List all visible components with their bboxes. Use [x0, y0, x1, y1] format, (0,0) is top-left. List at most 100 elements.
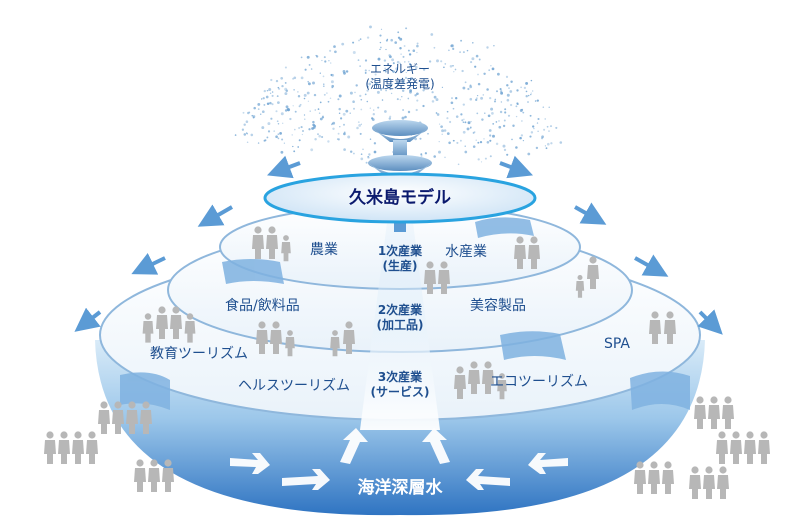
spray-dot: [366, 89, 369, 92]
spray-dot: [352, 152, 355, 155]
spray-dot: [315, 54, 317, 57]
spray-dot: [404, 76, 408, 79]
spray-dot: [308, 128, 311, 131]
person-icon: [708, 396, 720, 429]
arrow-icon: [267, 155, 301, 179]
spray-dot: [360, 157, 364, 161]
spray-dot: [352, 51, 356, 54]
spray-dot: [308, 63, 311, 66]
spray-dot: [428, 60, 432, 63]
spray-dot: [448, 141, 451, 145]
spray-dot: [300, 56, 303, 59]
spray-dot: [477, 82, 481, 86]
spray-dot: [268, 88, 272, 91]
tier2-center-label: 2次産業 (加工品): [376, 303, 424, 332]
spray-dot: [530, 92, 532, 94]
spray-dot: [500, 91, 504, 95]
spray-dot: [511, 138, 513, 141]
spray-dot: [509, 103, 513, 107]
spray-dot: [462, 51, 465, 54]
spray-dot: [527, 101, 529, 103]
spray-dot: [379, 34, 382, 37]
spray-dot: [492, 123, 495, 125]
spray-dot: [354, 91, 356, 94]
spray-dot: [367, 155, 370, 158]
spray-dot: [407, 49, 410, 52]
spray-dot: [495, 142, 499, 146]
spray-dot: [310, 68, 313, 70]
spray-dot: [284, 81, 287, 84]
spray-dot: [271, 94, 274, 97]
spray-dot: [472, 42, 474, 44]
spray-dot: [388, 117, 391, 120]
spray-dot: [493, 44, 495, 47]
spray-dot: [234, 134, 237, 136]
spray-dot: [460, 39, 463, 42]
spray-dot: [521, 120, 523, 122]
spray-dot: [392, 62, 395, 65]
spray-dot: [525, 81, 529, 85]
person-icon: [758, 431, 770, 464]
spray-dot: [372, 113, 375, 116]
spray-dot: [293, 150, 296, 153]
spray-dot: [503, 148, 507, 152]
tier1-center-label: 1次産業 (生産): [377, 244, 423, 273]
spray-dot: [440, 125, 443, 129]
person-icon: [648, 461, 660, 494]
spray-dot: [319, 117, 323, 121]
spray-dot: [322, 115, 324, 117]
spray-dot: [270, 117, 273, 120]
spray-dot: [470, 61, 473, 64]
spray-dot: [349, 91, 353, 95]
spray-dot: [469, 85, 473, 89]
spray-dot: [389, 84, 392, 87]
person-icon: [722, 396, 734, 429]
spray-dot: [495, 121, 498, 123]
spray-dot: [284, 109, 288, 112]
spray-dot: [273, 130, 276, 132]
energy-label: エネルギー (温度差発電): [365, 62, 435, 91]
spray-dot: [391, 58, 395, 62]
spray-dot: [505, 75, 509, 78]
spray-dot: [546, 125, 549, 128]
spray-dot: [433, 46, 436, 49]
spray-dot: [435, 112, 438, 114]
spray-dot: [337, 138, 340, 141]
spray-dot: [245, 120, 249, 123]
spray-dot: [352, 41, 355, 44]
spray-dot: [493, 100, 497, 103]
spray-dot: [483, 138, 485, 140]
spray-dot: [384, 70, 387, 73]
spray-dot: [407, 60, 410, 63]
spray-dot: [321, 135, 324, 139]
spray-dot: [366, 36, 370, 39]
spray-dot: [527, 152, 531, 156]
spray-dot: [503, 119, 506, 122]
spray-dot: [405, 27, 408, 30]
spray-dot: [323, 93, 326, 96]
spray-dot: [243, 123, 246, 126]
spray-dot: [399, 47, 402, 50]
spray-dot: [341, 42, 345, 46]
spray-dot: [384, 67, 386, 69]
spray-dot: [486, 46, 489, 49]
spray-dot: [414, 137, 417, 141]
spray-dot: [397, 36, 401, 39]
spray-dot: [345, 109, 349, 113]
spray-dot: [419, 137, 422, 140]
spray-dot: [523, 86, 527, 90]
spray-dot: [319, 72, 321, 74]
spray-dot: [544, 118, 546, 120]
spray-dot: [362, 148, 364, 151]
spray-dot: [550, 142, 553, 145]
spray-dot: [343, 123, 345, 126]
spray-dot: [257, 102, 261, 106]
spray-dot: [262, 97, 265, 100]
spray-dot: [368, 69, 370, 72]
spray-dot: [464, 145, 466, 147]
spray-dot: [459, 51, 461, 53]
spray-dot: [462, 121, 465, 123]
spray-dot: [457, 163, 460, 166]
spray-dot: [516, 89, 519, 92]
spray-dot: [250, 133, 254, 137]
